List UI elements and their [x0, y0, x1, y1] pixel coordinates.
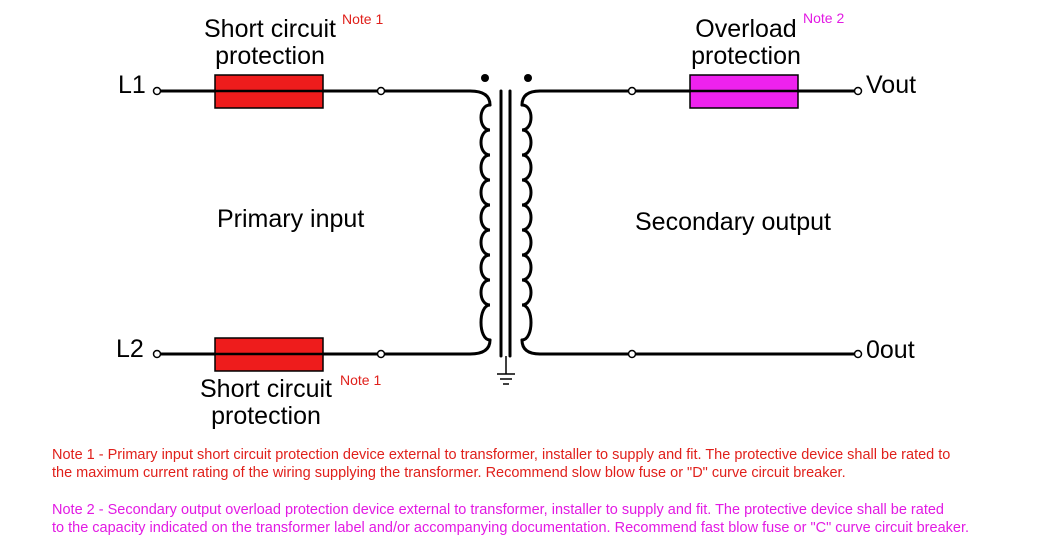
- junction-dot-top-secondary: [627, 86, 637, 96]
- l2-terminal: [152, 349, 162, 359]
- note2-line1: Note 2 - Secondary output overload prote…: [52, 502, 944, 518]
- zero-out-terminal: [853, 349, 863, 359]
- l1-label: L1: [118, 71, 146, 99]
- l2-label: L2: [116, 335, 144, 363]
- primary-input-label: Primary input: [217, 205, 365, 233]
- note1-line1: Note 1 - Primary input short circuit pro…: [52, 447, 951, 463]
- vout-label: Vout: [866, 71, 917, 99]
- note1-ref-bottom: Note 1: [340, 372, 382, 388]
- zero-out-label: 0out: [866, 336, 915, 364]
- short-circuit-fuse-top: [214, 74, 324, 109]
- short-circuit-label-top-line2: protection: [215, 42, 325, 70]
- secondary-polarity-dot: [524, 74, 532, 82]
- note1-ref-top: Note 1: [342, 11, 384, 27]
- overload-label-line1: Overload: [695, 15, 797, 43]
- note2-text: Note 2 - Secondary output overload prote…: [52, 501, 969, 537]
- short-circuit-fuse-bottom: [214, 337, 324, 372]
- secondary-output-label: Secondary output: [635, 208, 831, 236]
- junction-dot-top-primary: [376, 86, 386, 96]
- primary-winding-top-lead: [468, 89, 492, 107]
- l1-terminal: [152, 86, 162, 96]
- vout-terminal: [853, 86, 863, 96]
- primary-winding-bottom-lead: [468, 338, 492, 356]
- overload-label: Overload protection: [666, 16, 826, 70]
- junction-dot-bottom-primary: [376, 349, 386, 359]
- short-circuit-label-top-line1: Short circuit: [204, 15, 336, 43]
- secondary-winding: [520, 103, 533, 342]
- short-circuit-label-top: Short circuit protection: [190, 16, 350, 70]
- primary-polarity-dot: [481, 74, 489, 82]
- secondary-winding-top-lead: [520, 89, 542, 107]
- earth-icon: [497, 356, 515, 385]
- note1-text: Note 1 - Primary input short circuit pro…: [52, 446, 950, 482]
- note1-line2: the maximum current rating of the wiring…: [52, 465, 846, 481]
- primary-winding: [479, 103, 492, 342]
- note2-ref: Note 2: [803, 10, 845, 26]
- short-circuit-label-bottom-line1: Short circuit: [200, 375, 332, 403]
- secondary-winding-bottom-lead: [520, 338, 542, 356]
- note2-line2: to the capacity indicated on the transfo…: [52, 520, 970, 536]
- overload-fuse: [689, 74, 799, 109]
- junction-dot-bottom-secondary: [627, 349, 637, 359]
- overload-label-line2: protection: [691, 42, 801, 70]
- short-circuit-label-bottom: Short circuit protection: [186, 376, 346, 430]
- short-circuit-label-bottom-line2: protection: [211, 402, 321, 430]
